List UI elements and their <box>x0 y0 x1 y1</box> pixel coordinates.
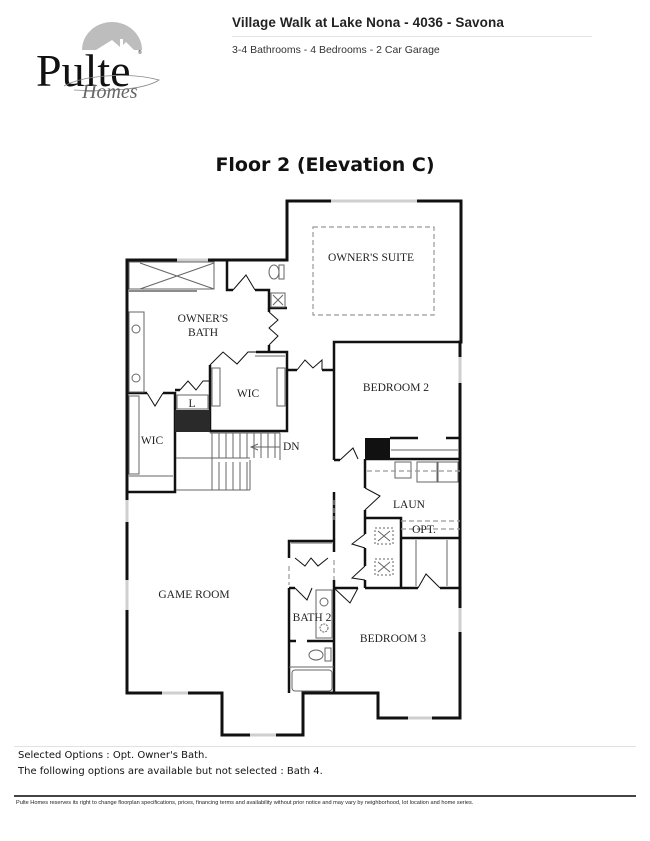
label-bath-2: BATH 2 <box>293 612 332 624</box>
label-owners-bath-2: BATH <box>188 327 218 339</box>
label-linen: L <box>188 398 195 410</box>
label-game-room: GAME ROOM <box>158 589 229 601</box>
label-owners-suite: OWNER'S SUITE <box>328 252 414 264</box>
brand-sub: Homes <box>81 81 138 102</box>
chase-block <box>175 410 210 432</box>
options-divider <box>14 746 636 747</box>
header-divider <box>232 36 592 37</box>
plan-specs: 3-4 Bathrooms - 4 Bedrooms - 2 Car Garag… <box>232 44 440 56</box>
label-bedroom-3: BEDROOM 3 <box>360 633 426 645</box>
floor-title: Floor 2 (Elevation C) <box>215 154 435 176</box>
community-plan-title: Village Walk at Lake Nona - 4036 - Savon… <box>232 15 504 30</box>
footer-divider <box>14 795 636 797</box>
selected-options: Selected Options : Opt. Owner's Bath. <box>18 750 208 761</box>
svg-text:®: ® <box>138 49 142 56</box>
dashed-outlines <box>288 226 460 585</box>
pulte-homes-logo: Pulte ® Homes <box>36 22 160 102</box>
fixtures <box>128 261 459 692</box>
roof-dome-icon <box>82 22 142 50</box>
label-wic-left: WIC <box>141 435 164 447</box>
label-bedroom-2: BEDROOM 2 <box>363 382 429 394</box>
interior-walls <box>127 260 462 693</box>
chase-block <box>365 438 390 460</box>
windows <box>125 199 462 737</box>
brand-name: Pulte <box>36 45 131 96</box>
options-section: Selected Options : Opt. Owner's Bath. Th… <box>18 748 323 780</box>
label-laundry-opt: OPT. <box>412 524 436 536</box>
label-stairs-down: DN <box>283 441 300 453</box>
label-owners-bath-1: OWNER'S <box>178 313 229 325</box>
available-options: The following options are available but … <box>18 766 323 777</box>
label-wic-center: WIC <box>237 388 260 400</box>
door-swings <box>146 274 441 604</box>
label-laundry: LAUN <box>393 499 426 511</box>
disclaimer: Pulte Homes reserves its right to change… <box>16 800 474 806</box>
